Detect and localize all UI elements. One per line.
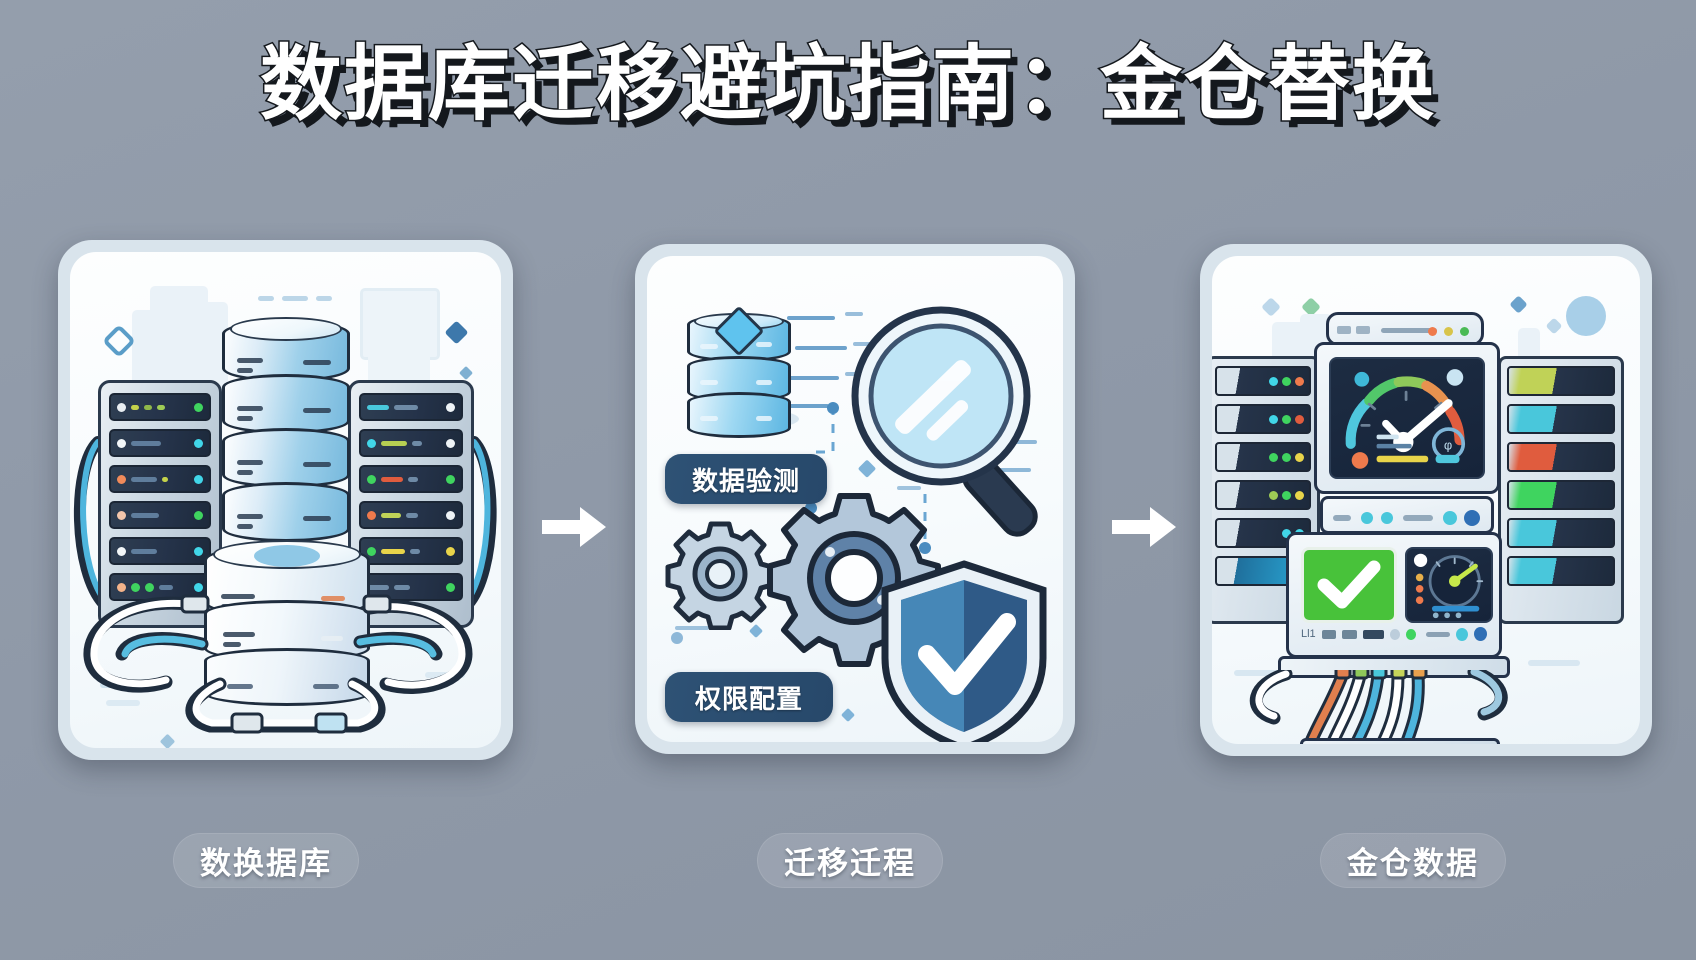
deco-line [282, 296, 308, 301]
rack-blade [1215, 366, 1311, 396]
rack-blade [1507, 480, 1615, 510]
rack-blade [109, 465, 211, 493]
rack-blade [1215, 442, 1311, 472]
arrow-right-icon [1112, 507, 1176, 547]
page-title: 数据库迁移避坑指南：金仓替换 [258, 37, 1436, 131]
drum-inset [254, 545, 320, 567]
speed-gauge-icon: φ [1345, 369, 1466, 469]
badge-permission-config-label: 权限配置 [694, 683, 803, 714]
diamond-icon [1509, 295, 1528, 314]
database-cylinder [222, 374, 350, 434]
magnifier-icon [851, 306, 1038, 537]
panel-1-illustration [70, 252, 501, 748]
rack-blade [1507, 556, 1615, 586]
panel-source-database[interactable] [58, 240, 513, 760]
caption-source-database-label: 数换据库 [200, 846, 332, 881]
gear-small-icon [665, 521, 775, 630]
rack-blade [109, 501, 211, 529]
circle-deco [1566, 296, 1606, 336]
panel-kingbase-database[interactable]: φ [1200, 244, 1652, 756]
rack-blade [1507, 518, 1615, 548]
badge-permission-config[interactable]: 权限配置 [665, 672, 833, 722]
panel-migration-process[interactable]: 数据验测 权限配置 [635, 244, 1075, 754]
deco-line [1528, 660, 1580, 666]
gauge-screen: φ [1329, 357, 1485, 479]
cable-group-front [83, 594, 473, 734]
diamond-icon [1261, 297, 1281, 317]
status-console: Ll1 [1286, 532, 1502, 658]
server-rack-left [98, 380, 222, 628]
caption-source-database[interactable]: 数换据库 [173, 833, 359, 888]
rack-blade [359, 393, 463, 421]
panel-3-illustration: φ [1212, 256, 1640, 744]
cable-bundle [1249, 670, 1508, 744]
caption-kingbase-database-label: 金仓数据 [1347, 846, 1479, 881]
arrow-right-icon [542, 507, 606, 547]
rack-blade [359, 429, 463, 457]
caption-kingbase-database[interactable]: 金仓数据 [1320, 833, 1506, 888]
floor-plate [1300, 738, 1500, 744]
rack-blade [109, 537, 211, 565]
rack-blade [359, 501, 463, 529]
caption-migration-process-label: 迁移迁程 [784, 846, 916, 881]
badge-data-verify[interactable]: 数据验测 [665, 454, 827, 504]
rack-blade [1215, 480, 1311, 510]
deco-line [316, 296, 332, 301]
server-rack-right [1498, 356, 1624, 624]
check-mark-icon [1301, 547, 1397, 623]
control-strip [1320, 496, 1494, 534]
diamond-icon [1545, 317, 1563, 335]
arrow-2 [1110, 505, 1178, 549]
shield-check-icon [881, 560, 1047, 742]
deco-line [258, 296, 274, 301]
panel-2-illustration: 数据验测 权限配置 [647, 256, 1063, 742]
badge-data-verify-label: 数据验测 [691, 465, 800, 496]
rack-blade [1507, 442, 1615, 472]
rack-blade [1215, 404, 1311, 434]
rack-blade [1507, 404, 1615, 434]
dial-gauge-icon [1413, 553, 1484, 619]
database-cylinder [222, 482, 350, 542]
db-disc [687, 392, 791, 438]
db-disc [687, 305, 791, 362]
rack-blade [1507, 366, 1615, 396]
rack-blade [109, 393, 211, 421]
gauge-monitor: φ [1314, 342, 1500, 494]
mini-gauge-screen [1405, 547, 1493, 623]
database-cylinder [222, 428, 350, 488]
svg-text:φ: φ [1444, 437, 1452, 452]
rack-blade [359, 537, 463, 565]
console-footer: Ll1 [1301, 623, 1487, 645]
rack-blade [109, 429, 211, 457]
diamond-outline-icon [104, 326, 134, 356]
cable-group-back [74, 436, 497, 610]
arrow-1 [540, 505, 608, 549]
bg-shape [1518, 328, 1540, 362]
window-titlebar [1326, 312, 1484, 346]
caption-migration-process[interactable]: 迁移迁程 [757, 833, 943, 888]
deco-line [1234, 670, 1282, 676]
rack-blade [359, 465, 463, 493]
primary-database-drum [204, 648, 370, 706]
deco-line [106, 700, 140, 706]
